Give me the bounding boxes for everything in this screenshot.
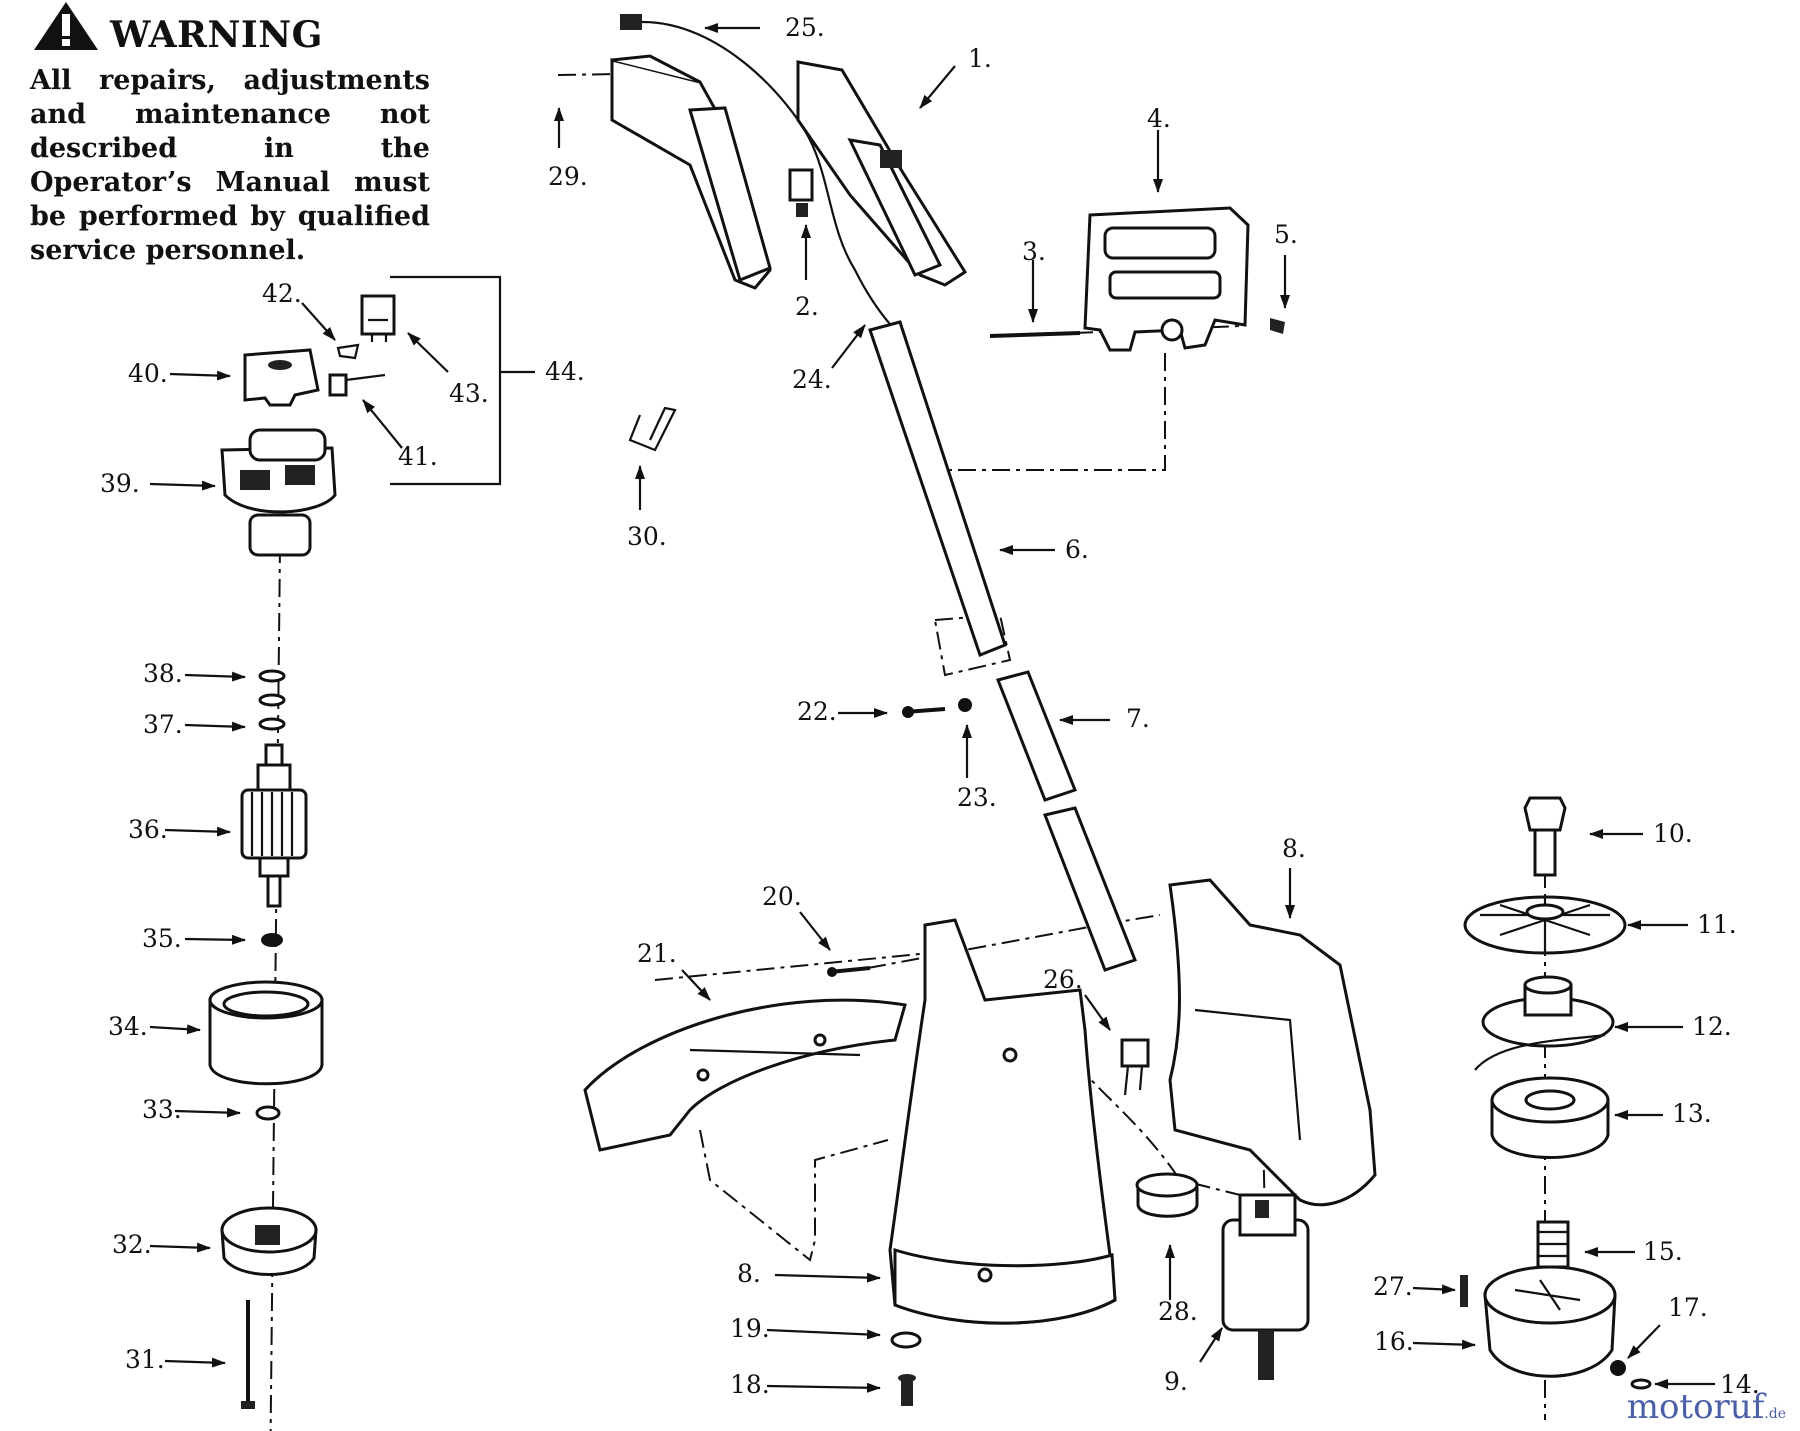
callout-10: 10.	[1653, 819, 1693, 848]
callout-25: 25.	[785, 13, 825, 42]
part-12-spool	[1474, 975, 1615, 1071]
part-34-stator	[208, 980, 324, 1086]
callout-33: 33.	[142, 1095, 182, 1124]
callout-11: 11.	[1697, 910, 1737, 939]
callout-17: 17.	[1668, 1293, 1708, 1322]
callout-18: 18.	[730, 1370, 770, 1399]
part-35-bearing	[261, 933, 283, 947]
callout-32: 32.	[112, 1230, 152, 1259]
callout-8-lower: 8.	[737, 1259, 761, 1288]
part-5-nut	[1270, 318, 1285, 334]
part-8-housing-half	[888, 918, 1117, 1325]
part-22-screw	[902, 706, 946, 718]
callout-42: 42.	[262, 279, 302, 308]
watermark-brand: motoruf	[1626, 1387, 1765, 1427]
part-31-bolt	[241, 1300, 255, 1409]
part-43-terminal-block	[360, 294, 396, 342]
callout-24: 24.	[792, 365, 832, 394]
watermark: motoruf.de	[1627, 1387, 1786, 1427]
callout-26: 26.	[1043, 965, 1083, 994]
warning-text: All repairs, adjustments and maintenance…	[30, 65, 430, 266]
callout-30: 30.	[627, 522, 667, 551]
warning-title: WARNING	[110, 14, 323, 56]
part-2-switch	[788, 168, 814, 217]
part-11-spool-cover	[1463, 895, 1627, 955]
callout-23: 23.	[957, 783, 997, 812]
callout-14: 14.	[1720, 1370, 1760, 1399]
part-21-guard	[583, 998, 907, 1152]
callout-labels: 1. 2. 3. 4. 5. 6. 7. 8. 8. 9. 10. 11. 12…	[100, 13, 1760, 1399]
callout-21: 21.	[637, 939, 677, 968]
part-10-bolt	[1523, 796, 1567, 877]
callout-6: 6.	[1065, 535, 1089, 564]
callout-29: 29.	[548, 162, 588, 191]
part-18-screw	[898, 1374, 916, 1406]
part-23-nut	[958, 698, 972, 712]
callout-4: 4.	[1147, 104, 1171, 133]
watermark-suffix: .de	[1764, 1406, 1786, 1422]
callout-37: 37.	[143, 710, 183, 739]
callout-12: 12.	[1692, 1012, 1732, 1041]
part-25-power-cord	[620, 14, 901, 336]
part-6-upper-shaft	[868, 320, 1007, 657]
part-29-handle-half	[610, 54, 772, 290]
part-26-terminal	[1120, 1038, 1150, 1096]
part-39-brush-holder	[220, 428, 337, 557]
callout-38: 38.	[143, 659, 183, 688]
callout-22: 22.	[797, 697, 837, 726]
part-15-spring	[1536, 1220, 1570, 1269]
part-33-washer	[255, 1105, 281, 1121]
part-27-pin	[1460, 1275, 1468, 1307]
assembly-bracket	[390, 275, 535, 486]
callout-8-upper: 8.	[1282, 834, 1306, 863]
part-32-end-cap	[220, 1206, 318, 1276]
callout-35: 35.	[142, 924, 182, 953]
part-8-housing-half-rear	[1168, 878, 1377, 1207]
part-38-washer	[258, 669, 286, 683]
callout-44: 44.	[545, 357, 585, 386]
part-3-bolt	[989, 331, 1081, 338]
callout-41: 41.	[398, 442, 438, 471]
callout-43: 43.	[449, 379, 489, 408]
callout-1: 1.	[968, 44, 992, 73]
callout-5: 5.	[1274, 220, 1298, 249]
callout-34: 34.	[108, 1012, 148, 1041]
part-36-armature	[240, 743, 308, 908]
callout-20: 20.	[762, 882, 802, 911]
callout-27: 27.	[1373, 1272, 1413, 1301]
part-30-clip	[628, 406, 677, 452]
callout-39: 39.	[100, 469, 140, 498]
part-17-ball	[1610, 1360, 1626, 1376]
part-20-screw	[827, 966, 871, 977]
callout-16: 16.	[1374, 1327, 1414, 1356]
callout-40: 40.	[128, 359, 168, 388]
part-13-ring	[1490, 1076, 1610, 1159]
part-41-brush	[328, 373, 386, 397]
warning-triangle-icon	[34, 2, 98, 50]
callout-13: 13.	[1672, 1099, 1712, 1128]
callout-28: 28.	[1158, 1297, 1198, 1326]
part-42-clip	[336, 343, 360, 360]
part-37-washer	[258, 693, 286, 731]
part-1-handle-half	[796, 60, 968, 287]
part-40-cap	[243, 348, 320, 407]
part-14-washer	[1630, 1378, 1652, 1390]
callout-19: 19.	[730, 1314, 770, 1343]
part-16-spool-housing	[1483, 1265, 1617, 1378]
part-28-bushing	[1135, 1172, 1199, 1218]
part-19-washer	[890, 1331, 922, 1349]
callout-3: 3.	[1022, 237, 1046, 266]
callout-2: 2.	[795, 292, 819, 321]
callout-31: 31.	[125, 1345, 165, 1374]
callout-7: 7.	[1126, 704, 1150, 733]
callout-36: 36.	[128, 815, 168, 844]
part-4-auxiliary-handle	[1083, 206, 1250, 352]
callout-arrows	[149, 23, 1715, 1393]
part-9-motor	[1221, 1193, 1310, 1380]
part-7-lower-shaft	[995, 670, 1137, 972]
callout-9: 9.	[1164, 1367, 1188, 1396]
callout-15: 15.	[1643, 1237, 1683, 1266]
